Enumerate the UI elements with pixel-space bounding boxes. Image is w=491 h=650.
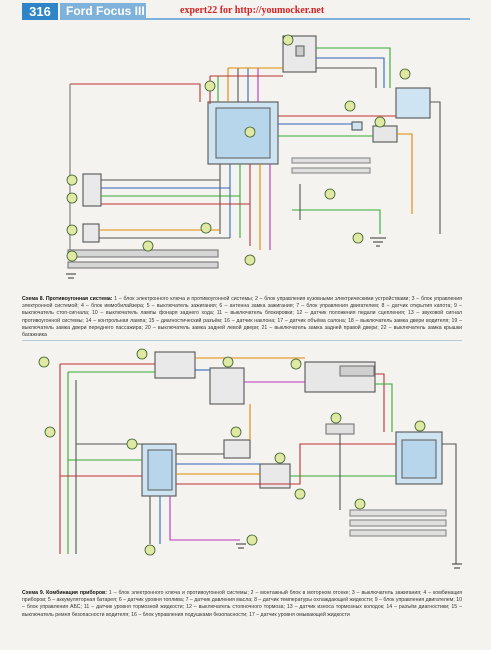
figure-1-caption: Схема 8. Противоугонная система: 1 – бло… [22,296,462,339]
section-divider [22,340,462,341]
wiring-diagram-antitheft [66,34,441,279]
header-rule [140,18,470,20]
figure-2-caption: Схема 9. Комбинация приборов: 1 – блок э… [22,590,462,619]
page-header: 316 Ford Focus III expert22 for http://y… [0,0,491,22]
figure-2-label: Схема 9. Комбинация приборов: [22,590,107,596]
figure-2-text: 1 – блок электронного ключа и противоуго… [22,590,462,618]
page-number: 316 [22,3,58,20]
watermark-text: expert22 for http://youmocker.net [180,5,325,16]
wiring-diagram-instrument-cluster [38,348,462,569]
figure-1-label: Схема 8. Противоугонная система: [22,296,113,302]
figure-1-text: 1 – блок электронного ключа и противоуго… [22,296,462,339]
book-title: Ford Focus III [60,3,146,20]
